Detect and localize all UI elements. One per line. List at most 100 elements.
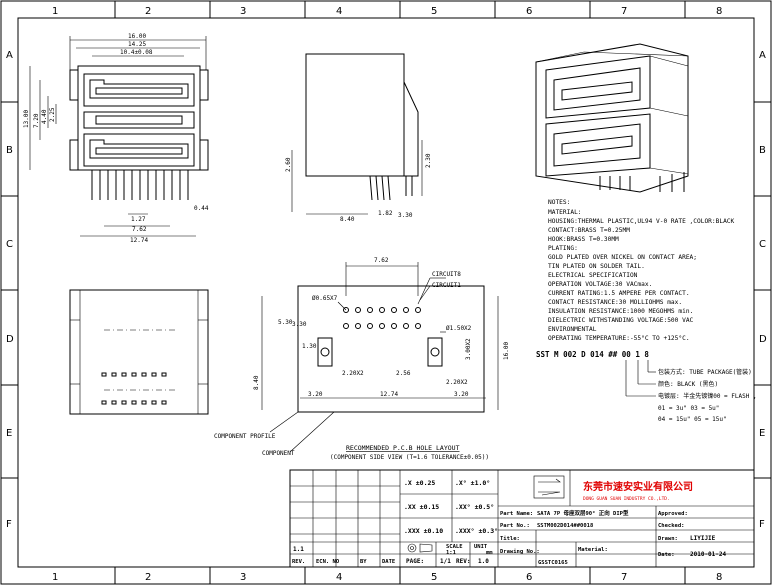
pcb-layout: 7.62 CIRCUIT8 CIRCUIT1 Ø0.65X7 Ø1.50X2 5… [214,257,510,461]
rev-col-rev: REV. [292,559,305,565]
notes-line-13: DIELECTRIC WITHSTANDING VOLTAGE:500 VAC [548,317,694,324]
dim-13-00: 13.00 [23,110,30,128]
pcb-dim-12-74: 12.74 [380,391,398,398]
lower-port [83,133,195,167]
dim-10-4: 10.4±0.08 [120,49,153,56]
part-name-label: Part Name: [500,511,533,517]
dim-1-27: 1.27 [131,216,146,223]
component-profile-label: COMPONENT PROFILE [214,433,276,440]
col-label-8-bottom: 8 [716,572,722,583]
upper-port [83,73,195,107]
part-code-string: SST M 002 D 014 ## 00 1 8 [536,350,649,359]
pcb-dim-5-30: 5.30 [278,319,293,326]
dim-3-30: 3.30 [398,212,413,219]
rev-col-ecn: ECN. NO [316,559,340,565]
drawing-no-value: GSSTC0165 [538,560,568,566]
side-view: 2.60 2.30 8.40 1.82 3.30 [285,53,432,223]
dim-14-25: 14.25 [128,41,146,48]
notes-line-14: ENVIRONMENTAL [548,326,597,333]
pcb-dim-3-20-left: 3.20 [308,391,323,398]
col-label-1: 1 [52,6,58,17]
part-name-value: SATA 7P 母座双层90° 正向 DIP型 [537,509,629,517]
notes-line-2: HOUSING:THERMAL PLASTIC,UL94 V-0 RATE ,C… [548,218,735,225]
row-label-f-right: F [759,519,765,530]
col-label-7-bottom: 7 [621,572,627,583]
notes-line-12: INSULATION RESISTANCE:1000 MEGOHMS min. [548,308,693,315]
pcb-dim-8-40: 8.40 [253,375,260,390]
row-label-b: B [6,145,13,156]
pcb-dim-3-20-right: 3.20 [454,391,469,398]
tol-x-deg: .X° ±1.0° [455,479,490,487]
row-label-a-right: A [759,50,766,61]
part-code-legend-2: 电镀层: 半金先镀镍00 = FLASH , [658,392,757,400]
side-body [305,53,419,177]
material-label: Material: [578,547,608,553]
dim-0-44: 0.44 [194,205,209,212]
notes-line-3: CONTACT:BRASS T=0.25MM [548,227,630,234]
col-label-5: 5 [431,6,437,17]
col-label-5-bottom: 5 [431,572,437,583]
company-name-cn: 东莞市速安实业有限公司 [583,480,693,493]
notes-line-4: HOOK:BRASS T=0.30MM [548,236,619,243]
pcb-dim-2-56: 2.56 [396,370,411,377]
notes: NOTES: MATERIAL: HOUSING:THERMAL PLASTIC… [548,199,735,342]
dim-8-40: 8.40 [340,216,355,223]
col-label-8: 8 [716,6,722,17]
pcb-dim-3-00x2: 3.00X2 [465,338,472,360]
dim-4-40: 4.40 [41,109,48,124]
rev-value: 1.0 [478,558,489,565]
tol-xxx: .XXX ±0.10 [404,527,443,535]
dim-2-25: 2.25 [49,107,56,122]
dim-2-30: 2.30 [425,153,432,168]
pcb-dim-16-00: 16.00 [503,342,510,360]
row-label-f: F [6,519,12,530]
col-label-3-bottom: 3 [240,572,246,583]
tol-x: .X ±0.25 [404,479,435,487]
part-code: SST M 002 D 014 ## 00 1 8 包装方式: TUBE PAC… [536,350,757,423]
notes-line-15: OPERATING TEMPERATURE:-55°C TO +125°C. [548,334,690,342]
pcb-slot-dia: Ø1.50X2 [446,325,472,332]
row-label-a: A [6,50,13,61]
row-label-b-right: B [759,145,766,156]
pcb-subcaption: (COMPONENT SIDE VIEW (T=1.6 TOLERANCE±0.… [330,454,489,461]
row-zones: A B C D E F A B C D E F [1,50,771,530]
date-value: 2010-01-24 [690,551,727,558]
row-label-d: D [6,334,14,345]
pcb-dim-2-20x2-right: 2.20X2 [446,379,468,386]
part-code-legend-4: 04 = 15u" 05 = 15u" [658,416,727,423]
dim-16-00: 16.00 [128,33,146,40]
page-value: 1/1 [440,558,451,565]
pcb-circuit8: CIRCUIT8 [432,271,461,278]
col-label-7: 7 [621,6,627,17]
notes-line-8: ELECTRICAL SPECIFICATION [548,272,638,279]
row-label-c-right: C [759,239,766,250]
unit-value: mm [486,550,493,556]
col-label-2-bottom: 2 [145,572,151,583]
part-no-value: SSTM002D014##0018 [537,523,593,529]
col-label-4-bottom: 4 [336,572,342,583]
part-no-label: Part No.: [500,523,530,529]
front-body [77,65,201,171]
notes-line-0: NOTES: [548,199,570,206]
dim-7-20: 7.20 [33,113,40,128]
notes-line-11: CONTACT RESISTANCE:30 MOLLIOHMS max. [548,299,682,306]
pcb-dim-7-62: 7.62 [374,257,389,264]
rev-row-value: 1.1 [293,546,304,553]
dim-7-62: 7.62 [132,226,147,233]
front-view: 16.00 14.25 10.4±0.08 13.00 7.20 4.40 [23,33,209,244]
pcb-circuit1: CIRCUIT1 [432,282,461,289]
company-name-en: DONG GUAN SUAN INDUSTRY CO.,LTD. [583,496,670,502]
tol-xx-deg: .XX° ±0.5° [455,503,494,511]
pcb-outline [297,285,485,413]
drawn-label: Drawn: [658,536,678,542]
company-logo-icon [533,475,565,499]
tol-xx: .XX ±0.15 [404,503,439,511]
col-label-1-bottom: 1 [52,572,58,583]
row-label-e: E [6,428,12,439]
dim-1-82: 1.82 [378,210,393,217]
pcb-dim-3-30: 3.30 [292,321,307,328]
scale-label: SCALE [446,544,463,550]
drawn-value: LIYIJIE [690,535,716,542]
